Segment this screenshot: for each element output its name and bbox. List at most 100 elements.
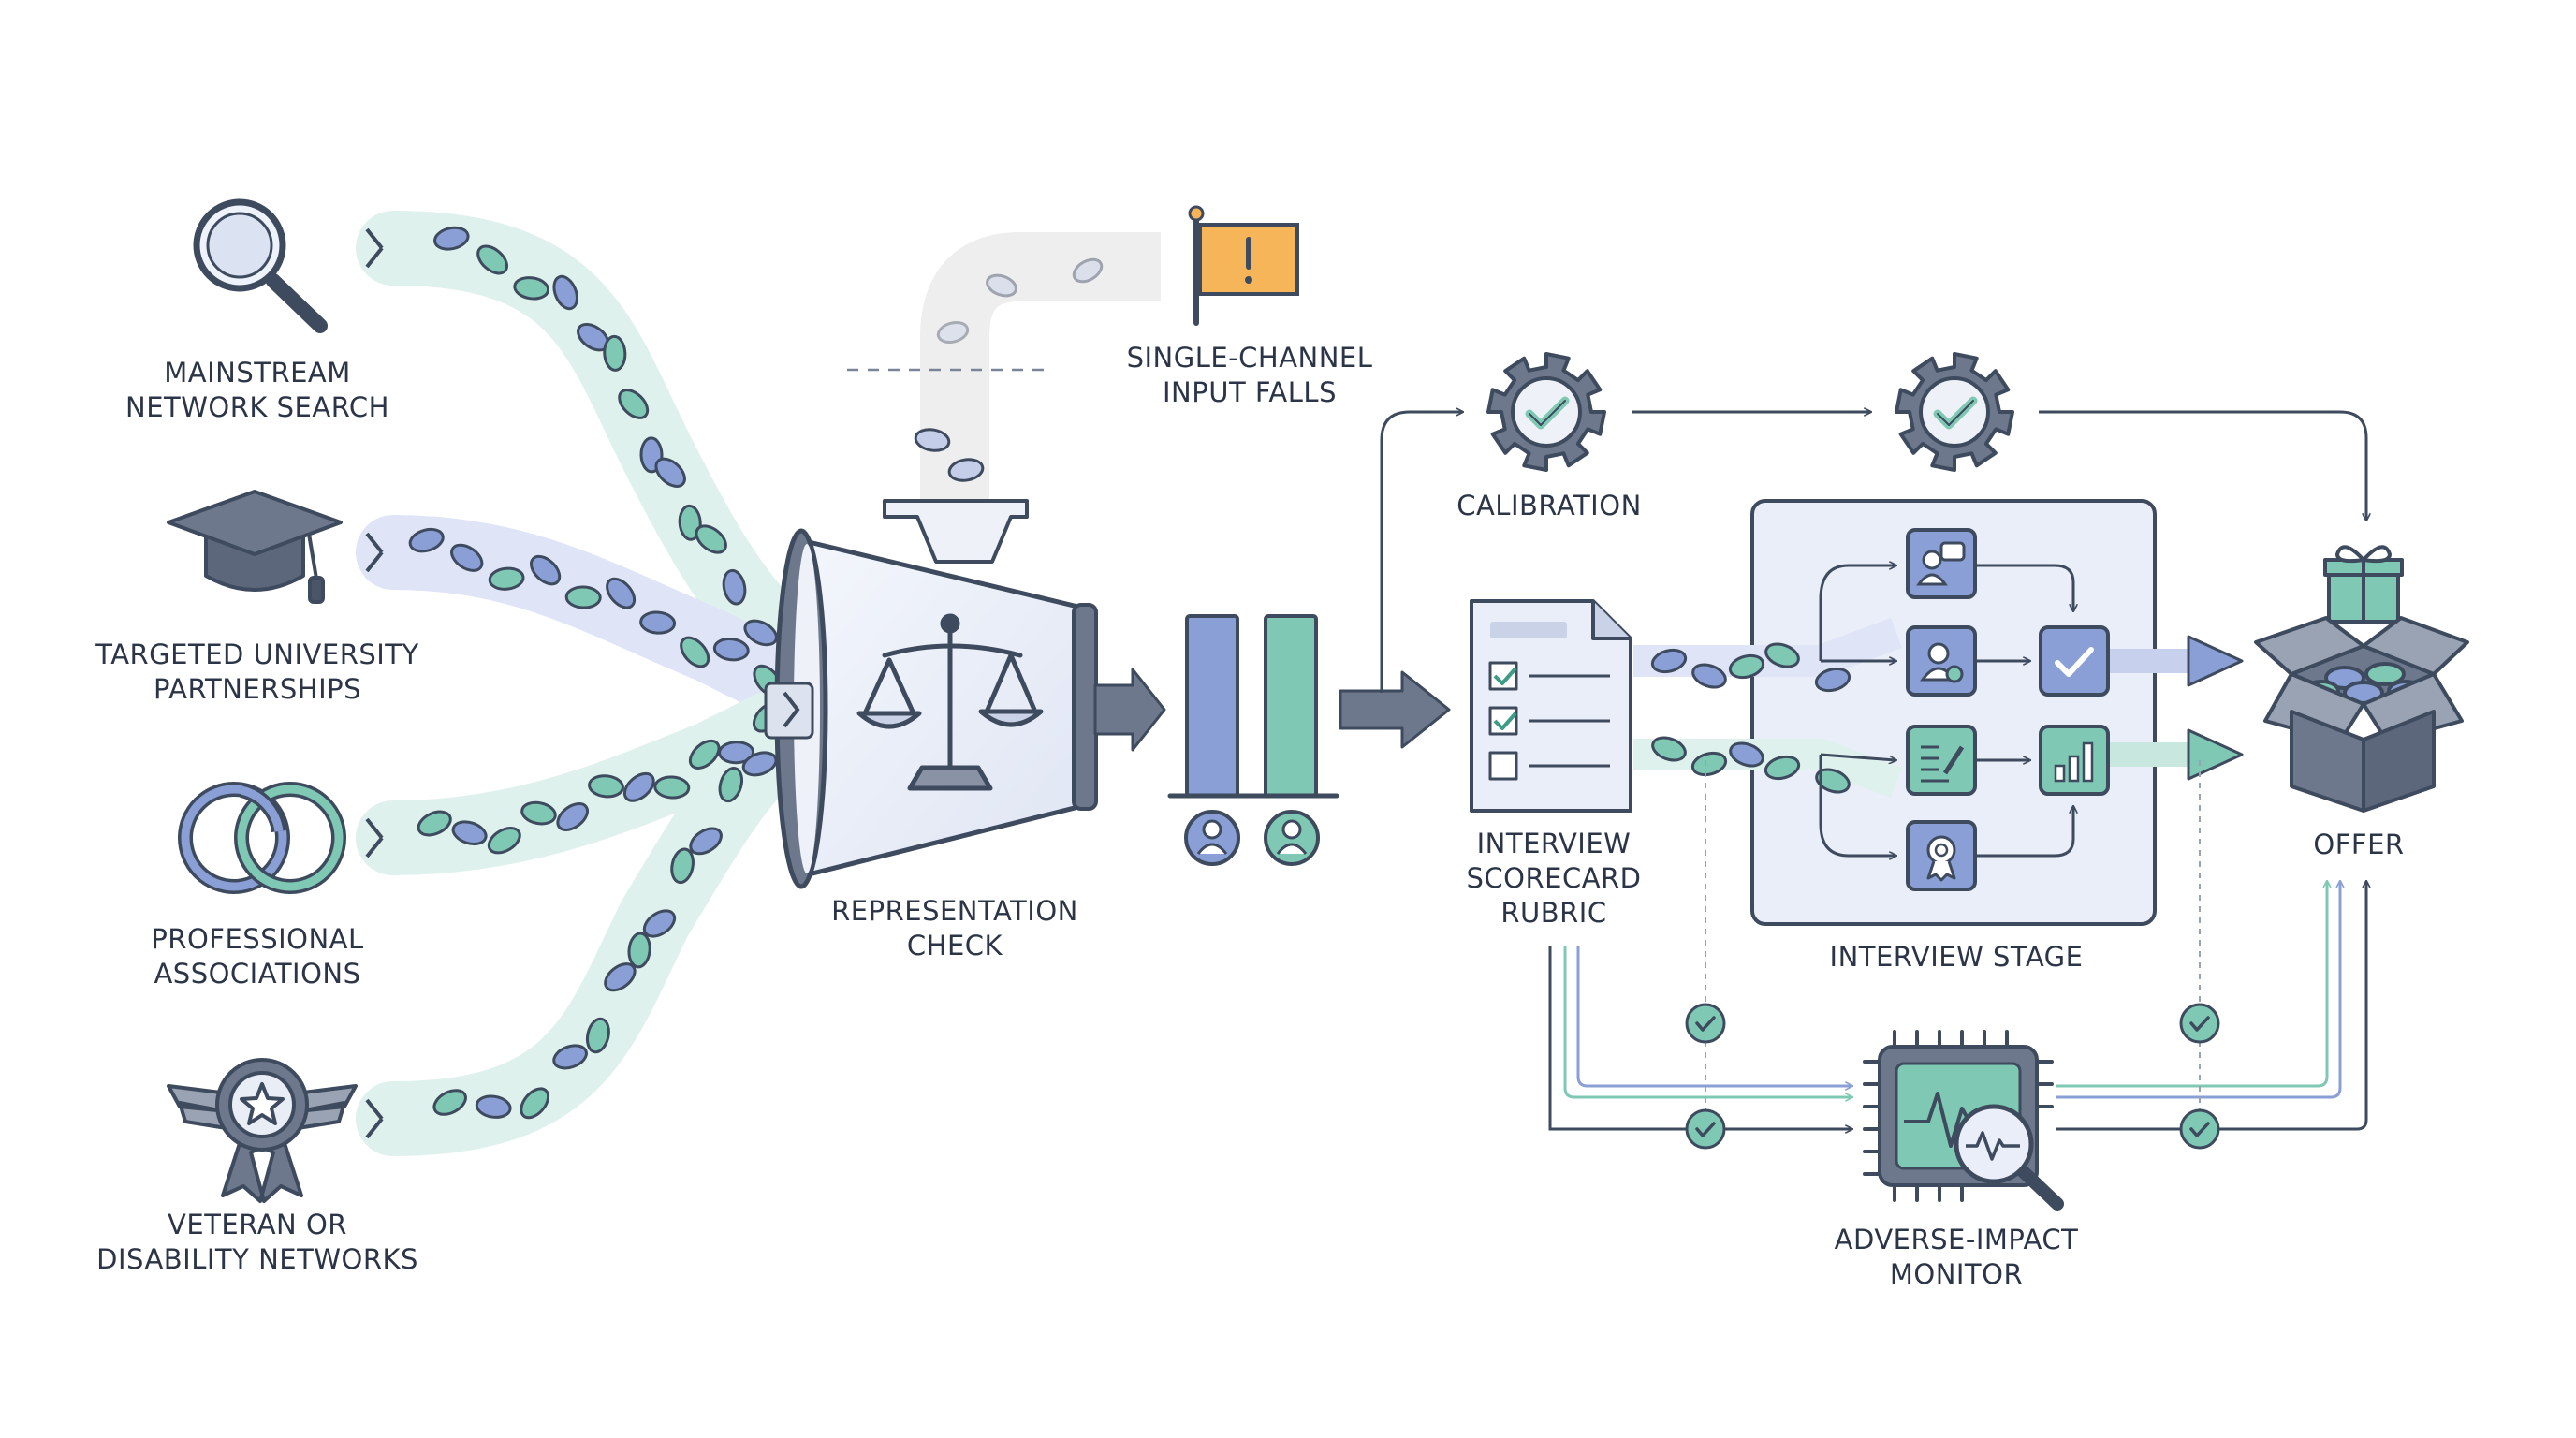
candidate-token [722,568,747,606]
person-icon-blue [1184,810,1240,866]
alert-label: SINGLE-CHANNEL INPUT FALLS [1126,342,1373,408]
candidate-token [408,527,445,553]
candidate-token [1690,751,1728,777]
chevron-veteran [365,1098,384,1139]
arrow-to-scorecard [1339,670,1451,749]
candidate-token [588,774,624,799]
loop-line-ink-right [2056,882,2366,1131]
gear-check-icon-2 [1895,352,2014,472]
candidate-token [653,775,691,800]
check-icon [2039,625,2110,697]
chevron-associations [365,817,384,858]
candidate-token [689,827,723,856]
checklist-document-icon [1470,599,1632,813]
candidate-token [433,226,470,251]
source-label-veteran: VETERAN OR DISABILITY NETWORKS [96,1209,418,1275]
candidate-token [476,244,508,275]
candidate-token [513,276,550,301]
candidate-token [564,585,602,609]
candidate-token [432,1089,467,1116]
candidate-token [1691,663,1727,689]
candidate-token [688,739,721,770]
candidate-token [450,543,484,572]
person-icon [1906,625,1977,697]
single-channel-pipe [847,232,1161,564]
candidate-token [606,577,637,609]
candidate-token [1651,736,1687,762]
monitor-label: ADVERSE-IMPACT MONITOR [1834,1224,2079,1290]
linked-rings-icon [178,782,346,894]
candidate-token [1650,648,1688,674]
balance-scale-icon [856,613,1044,791]
candidate-token [604,962,637,992]
candidate-token [1728,653,1765,680]
candidate-token [585,1017,610,1054]
candidate-token [1729,741,1764,768]
warning-flag-icon [1188,205,1299,326]
award-icon [1906,820,1977,891]
gear-check-icon [1486,352,1606,472]
monitor-magnifier-icon [1863,1030,2064,1211]
person-icon-green [1264,810,1320,866]
chat-person-icon [1906,528,1977,599]
representation-check-label: REPRESENTATION CHECK [831,895,1078,961]
bar-green [1264,614,1318,798]
source-label-university: TARGETED UNIVERSITY PARTNERSHIPS [95,638,419,705]
candidate-token [622,771,655,802]
candidate-token [488,566,525,591]
branch-fourth [1819,755,1895,856]
magnifier-icon [193,198,328,333]
branch-third [1820,753,1895,760]
chevron-mainstream [365,227,384,269]
candidate-token [1764,755,1801,781]
loop-line-blue-right [2056,882,2340,1099]
graduation-cap-icon [167,490,343,604]
candidate-tokens-left [408,226,783,1120]
candidate-token [680,636,710,668]
candidate-token [520,1087,550,1120]
candidate-token [1814,667,1852,693]
candidate-token [678,504,702,541]
interview-stage-panel [1750,499,2157,926]
representation-check-funnel [764,528,1166,889]
candidate-token [475,1094,512,1119]
loop-line-green-right [2056,882,2327,1088]
candidate-token [654,457,686,488]
interview-stage-label: INTERVIEW STAGE [1829,941,2084,973]
candidate-token [718,767,744,803]
monitor-checkpoints [1685,1003,2220,1150]
loop-line-green-left [1563,946,1852,1097]
candidate-token [618,389,650,419]
candidate-token [417,810,452,837]
scorecard-label: INTERVIEW SCORECARD RUBRIC [1466,828,1642,929]
candidate-token [552,274,578,311]
input-streams [356,211,824,1156]
connector-gear2-offer [2039,410,2366,520]
candidate-token [529,554,562,586]
candidate-token [520,800,557,826]
source-label-mainstream: MAINSTREAM NETWORK SEARCH [125,357,389,423]
candidate-token [1815,768,1851,794]
candidate-token [743,619,778,647]
candidate-token [695,524,727,554]
calibration-label: CALIBRATION [1456,490,1642,521]
offer-label: OFFER [2313,829,2405,860]
candidate-token [642,909,677,938]
branch-award-to-chart [1975,807,2073,858]
chevron-university [365,532,384,573]
candidate-token [627,932,651,969]
candidate-token [451,820,488,846]
representation-bar-chart [1167,614,1339,866]
branch-chat-to-check [1975,564,2073,610]
candidate-token [552,1044,588,1070]
candidate-token [718,741,755,765]
candidate-token [556,802,590,831]
candidate-token [639,610,677,635]
bar-chart-icon [2039,725,2110,796]
loop-line-ink-left [1548,946,1852,1129]
connector-to-calibration [1380,412,1462,693]
gift-box-icon [2254,545,2469,813]
candidate-token [670,847,695,885]
star-badge-icon [167,1058,358,1203]
